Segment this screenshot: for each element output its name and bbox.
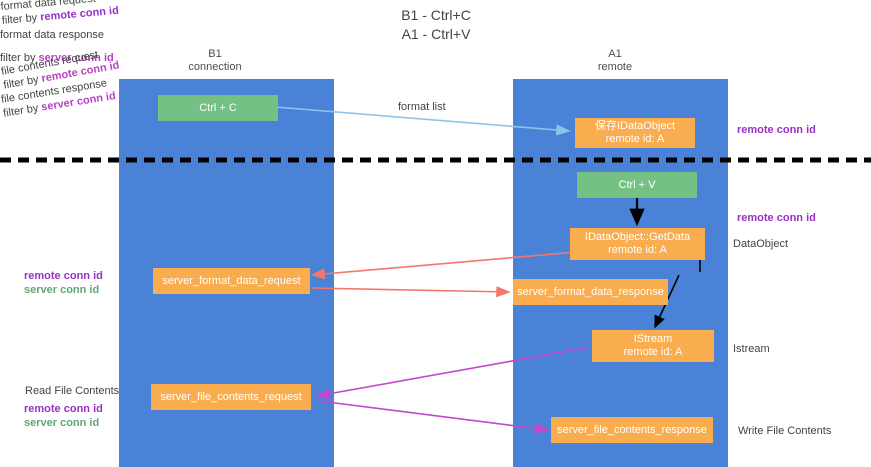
label-fdres-filter-key: server conn id: [38, 52, 114, 64]
box-idataobject-top-line-1: 保存IDataObject: [594, 120, 676, 132]
side-label-left-server-conn-id-bottom-text: server conn id: [24, 417, 100, 429]
side-label-istream-text: Istream: [733, 343, 770, 355]
side-label-read-file-contents-text: Read File Contents: [25, 385, 120, 397]
side-label-dataobject-text: DataObject: [733, 238, 789, 250]
box-idataobject-top-line-2: remote id: A: [605, 133, 665, 145]
box-idataobject-top[interactable]: 保存IDataObject remote id: A: [575, 118, 695, 148]
box-server-file-contents-request[interactable]: server_file_contents_request: [151, 384, 311, 410]
lane-header-b1-sub: connection: [188, 61, 242, 73]
lane-header-b1-name: B1: [208, 48, 222, 60]
box-server-file-contents-response-label: server_file_contents_response: [557, 423, 707, 436]
box-ctrl-c[interactable]: Ctrl + C: [158, 95, 278, 121]
side-label-right-remote-conn-id-mid: remote conn id: [737, 211, 816, 225]
label-group-format-data-response: format data response filter by server co…: [0, 28, 871, 65]
side-label-istream: Istream: [733, 342, 770, 356]
box-server-format-data-request[interactable]: server_format_data_request: [153, 268, 310, 294]
box-getdata-line-1: IDataObject::GetData: [584, 231, 691, 243]
label-fdres-filter-prefix: filter by: [0, 52, 36, 64]
page-title: B1 - Ctrl+C A1 - Ctrl+V: [336, 6, 536, 44]
label-format-list-text: format list: [398, 101, 446, 113]
box-server-format-data-request-label: server_format_data_request: [162, 274, 301, 287]
side-label-left-remote-conn-id-mid: remote conn id: [24, 269, 103, 283]
box-istream-line-2: remote id: A: [623, 346, 683, 358]
side-label-left-remote-conn-id-bottom: remote conn id: [24, 402, 103, 416]
page-title-line-2: A1 - Ctrl+V: [401, 26, 471, 42]
side-label-write-file-contents-text: Write File Contents: [738, 425, 832, 437]
arrow-file-contents-response: [318, 400, 550, 434]
label-fdr-filter-prefix: filter by: [1, 11, 38, 27]
box-server-format-data-response[interactable]: server_format_data_response: [513, 279, 668, 305]
box-server-file-contents-request-label: server_file_contents_request: [160, 390, 302, 403]
arrow-file-contents-request: [315, 346, 591, 400]
side-label-left-server-conn-id-mid: server conn id: [24, 283, 103, 297]
box-idataobject-getdata[interactable]: IDataObject::GetData remote id: A: [570, 228, 705, 260]
side-label-left-remote-conn-id-mid-text: remote conn id: [24, 270, 103, 282]
side-label-left-remote-conn-id-bottom-text: remote conn id: [24, 403, 103, 415]
side-label-group-mid-conn-ids: remote conn id server conn id: [24, 269, 103, 297]
label-format-list: format list: [398, 100, 446, 114]
box-istream-line-1: IStream: [633, 333, 673, 345]
label-format-data-response: format data response: [0, 28, 871, 42]
lane-header-b1: B1 connection: [155, 48, 275, 74]
side-label-right-remote-conn-id-top: remote conn id: [737, 123, 816, 137]
page-title-line-1: B1 - Ctrl+C: [401, 7, 471, 23]
lane-header-a1-name: A1: [608, 48, 622, 60]
box-ctrl-v[interactable]: Ctrl + V: [577, 172, 697, 198]
box-getdata-line-2: remote id: A: [608, 244, 667, 256]
side-label-left-server-conn-id-bottom: server conn id: [24, 416, 103, 430]
side-label-dataobject: DataObject: [733, 237, 788, 251]
lane-header-a1: A1 remote: [555, 48, 675, 74]
lane-header-a1-sub: remote: [597, 61, 633, 73]
box-server-format-data-response-label: server_format_data_response: [517, 285, 664, 298]
box-ctrl-v-label: Ctrl + V: [618, 178, 656, 191]
side-label-right-remote-conn-id-top-text: remote conn id: [737, 124, 816, 136]
arrow-format-data-request: [310, 251, 578, 280]
label-format-data-response-filter: filter by server conn id: [0, 51, 871, 65]
arrow-format-data-response: [311, 286, 511, 298]
side-label-left-server-conn-id-mid-text: server conn id: [24, 284, 100, 296]
label-format-data-response-text: format data response: [0, 29, 104, 41]
box-istream[interactable]: IStream remote id: A: [592, 330, 714, 362]
side-label-read-file-contents: Read File Contents: [25, 384, 119, 398]
box-server-file-contents-response[interactable]: server_file_contents_response: [551, 417, 713, 443]
side-label-right-remote-conn-id-mid-text: remote conn id: [737, 212, 816, 224]
arrow-format-list: [274, 106, 571, 136]
side-label-group-bottom-conn-ids: remote conn id server conn id: [24, 402, 103, 430]
side-label-write-file-contents: Write File Contents: [738, 424, 831, 438]
box-ctrl-c-label: Ctrl + C: [199, 101, 237, 114]
